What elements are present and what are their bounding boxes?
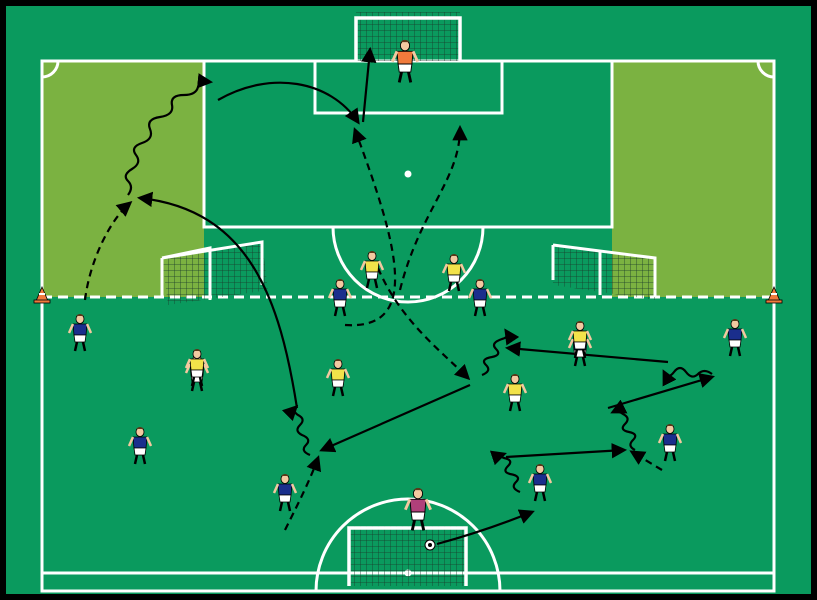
dribble-arrow xyxy=(489,450,521,494)
pass-arrow xyxy=(505,443,628,459)
dribble-arrow xyxy=(481,328,520,377)
pass-arrow xyxy=(361,46,377,123)
run-arrow xyxy=(284,455,322,531)
cone-icon xyxy=(33,285,51,304)
pass-arrow xyxy=(504,341,669,364)
pass-arrow xyxy=(319,383,471,453)
penalty-spot xyxy=(404,170,412,178)
bottom-goal xyxy=(347,526,468,586)
pass-arrow xyxy=(217,81,360,125)
movement-arrows xyxy=(83,46,715,546)
dribble-arrow xyxy=(281,404,311,457)
ball-icon xyxy=(424,539,436,551)
pass-arrow xyxy=(136,191,299,409)
run-arrow xyxy=(629,450,663,471)
right-mini-goal xyxy=(551,243,657,300)
dribble-arrow xyxy=(124,73,214,196)
dribble-arrow xyxy=(610,399,637,451)
run-arrow xyxy=(376,267,471,381)
left-mini-goal xyxy=(160,240,268,305)
run-arrow xyxy=(83,201,133,301)
run-arrow xyxy=(398,124,468,291)
pass-arrow xyxy=(436,509,535,546)
cone-icon xyxy=(765,285,783,304)
run-arrow xyxy=(344,127,397,327)
dribble-arrow xyxy=(662,366,713,387)
